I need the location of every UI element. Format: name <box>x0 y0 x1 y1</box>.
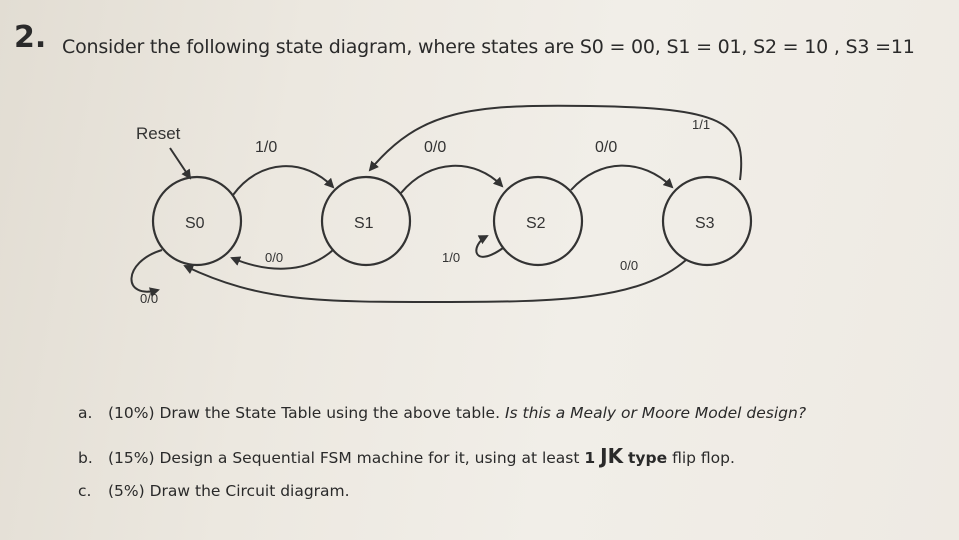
state-s2: S2 <box>492 175 584 267</box>
part-a-marker: a. <box>78 404 93 422</box>
edge-s0-self-label: 0/0 <box>140 291 158 306</box>
edge-s3-s1 <box>368 104 743 181</box>
part-a-question: Is this a Mealy or Moore Model design? <box>504 404 807 422</box>
part-b-jk: JK <box>600 444 624 468</box>
edge-s3-s1-label: 1/1 <box>692 117 710 132</box>
edge-s1-s0 <box>230 249 334 270</box>
edge-s2-self <box>475 235 504 258</box>
state-s2-label: S2 <box>526 215 546 232</box>
reset-arrow <box>169 147 192 180</box>
question-text: Consider the following state diagram, wh… <box>62 36 915 58</box>
part-b-type: type <box>628 449 668 467</box>
state-s1-label: S1 <box>354 215 374 232</box>
edge-s0-s1 <box>232 165 335 196</box>
state-s3: S3 <box>661 175 753 267</box>
state-s1: S1 <box>320 175 412 267</box>
edge-s1-s0-label: 0/0 <box>265 250 283 265</box>
state-s0: S0 <box>151 175 243 267</box>
part-b: b. (15%) Design a Sequential FSM machine … <box>78 444 735 468</box>
part-b-rest: flip flop. <box>672 449 735 467</box>
part-a: a. (10%) Draw the State Table using the a… <box>78 404 806 422</box>
part-b-marker: b. <box>78 449 93 467</box>
edge-s1-s2 <box>400 164 504 194</box>
edge-s0-self <box>130 249 163 297</box>
part-c: c. (5%) Draw the Circuit diagram. <box>78 482 350 500</box>
edge-s2-s3-label: 0/0 <box>595 139 617 156</box>
part-c-marker: c. <box>78 482 92 500</box>
edge-s2-self-label: 1/0 <box>442 250 460 265</box>
part-b-count: 1 <box>584 449 596 467</box>
edge-s2-s3 <box>570 164 674 191</box>
edge-s3-s0-label: 0/0 <box>620 258 638 273</box>
part-c-text: (5%) Draw the Circuit diagram. <box>108 482 350 500</box>
part-b-text: (15%) Design a Sequential FSM machine fo… <box>108 449 580 467</box>
question-number: 2. <box>14 20 47 55</box>
state-s3-label: S3 <box>695 215 715 232</box>
edge-s3-s0 <box>183 259 687 304</box>
edge-s0-s1-label: 1/0 <box>255 139 277 156</box>
state-s0-label: S0 <box>185 215 205 232</box>
part-a-text: (10%) Draw the State Table using the abo… <box>108 404 501 422</box>
reset-label: Reset <box>136 124 181 143</box>
edge-s1-s2-label: 0/0 <box>424 139 446 156</box>
